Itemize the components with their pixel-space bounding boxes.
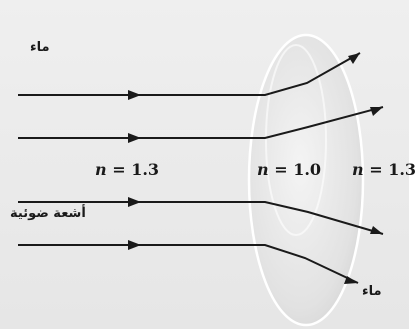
- n-symbol: n: [352, 160, 364, 179]
- n-middle-value: 1.0: [293, 160, 322, 179]
- n-symbol: n: [257, 160, 269, 179]
- equals-sign: =: [268, 160, 294, 179]
- label-n-left: n = 1.3: [95, 160, 159, 179]
- n-left-value: 1.3: [131, 160, 160, 179]
- air-lens: [247, 33, 365, 327]
- light-ray-4: [18, 240, 359, 284]
- n-right-value: 1.3: [388, 160, 416, 179]
- lens-highlight: [265, 44, 327, 236]
- label-light-rays: أشعة ضوئية: [10, 206, 86, 221]
- light-ray-2: [18, 106, 384, 143]
- equals-sign: =: [106, 160, 132, 179]
- label-n-middle: n = 1.0: [257, 160, 321, 179]
- label-water-top: ماء: [30, 40, 50, 55]
- label-water-bottom: ماء: [362, 284, 382, 299]
- label-n-right: n = 1.3: [352, 160, 416, 179]
- n-symbol: n: [95, 160, 107, 179]
- equals-sign: =: [363, 160, 389, 179]
- light-ray-3: [18, 197, 384, 235]
- light-ray-1: [18, 52, 361, 100]
